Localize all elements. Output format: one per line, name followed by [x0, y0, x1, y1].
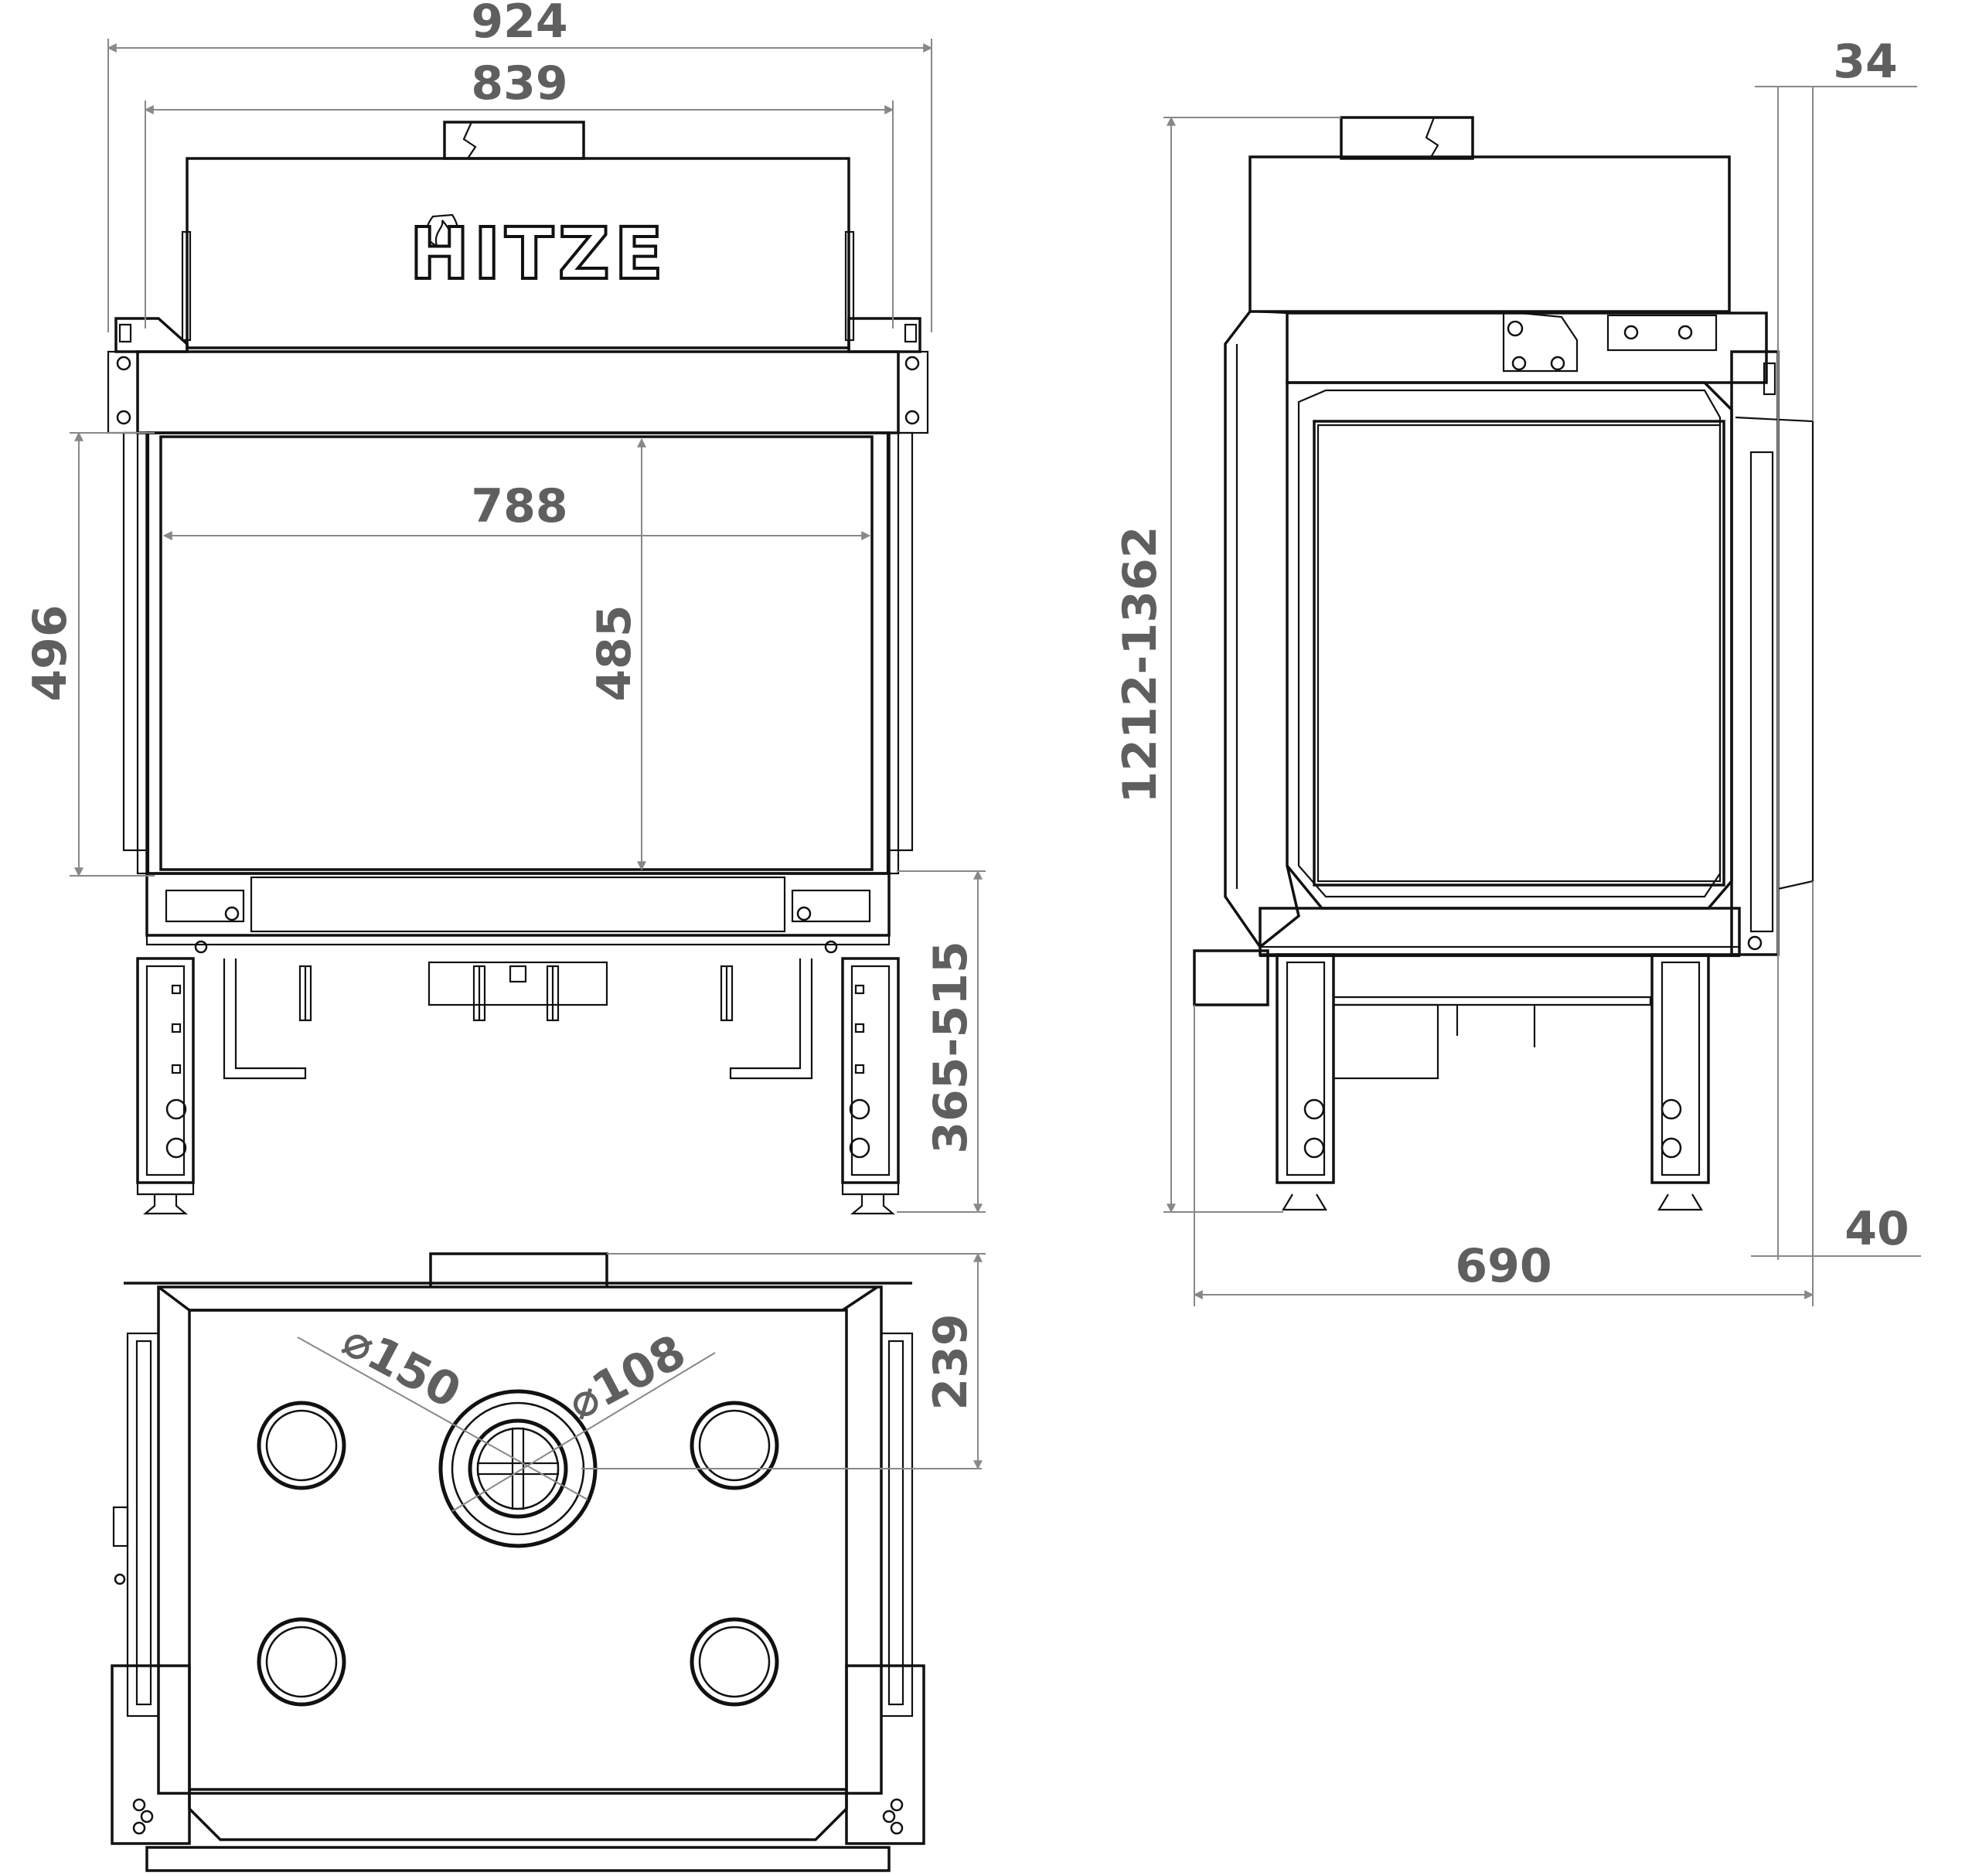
dim-flue-outer-diameter: ⌀150	[334, 1313, 469, 1420]
brand-logo-text: HITZE	[410, 213, 668, 295]
top-view	[111, 1252, 925, 1872]
flame-logo-icon	[425, 213, 459, 248]
side-dimensions: 1212-1362 690 34 40	[1113, 35, 1921, 1306]
dim-glass-width: 788	[471, 479, 567, 533]
front-view: HITZE	[107, 121, 929, 1215]
dim-leg-height: 365-515	[924, 941, 978, 1153]
dim-flue-inner-diameter: ⌀108	[559, 1325, 694, 1432]
dim-depth: 690	[1455, 1239, 1552, 1293]
dim-total-height: 1212-1362	[1113, 526, 1167, 804]
dim-body-width: 839	[471, 56, 567, 111]
dim-bottom-offset: 40	[1844, 1202, 1909, 1256]
dim-flue-offset: 239	[924, 1313, 978, 1410]
dim-total-width: 924	[471, 0, 567, 49]
front-dimensions: 924 839 788 485 496 365-515	[23, 0, 986, 1214]
dim-glass-height: 485	[588, 604, 642, 701]
dim-door-height: 496	[23, 604, 77, 701]
dim-top-offset: 34	[1833, 35, 1898, 89]
side-view	[1193, 116, 1814, 1211]
